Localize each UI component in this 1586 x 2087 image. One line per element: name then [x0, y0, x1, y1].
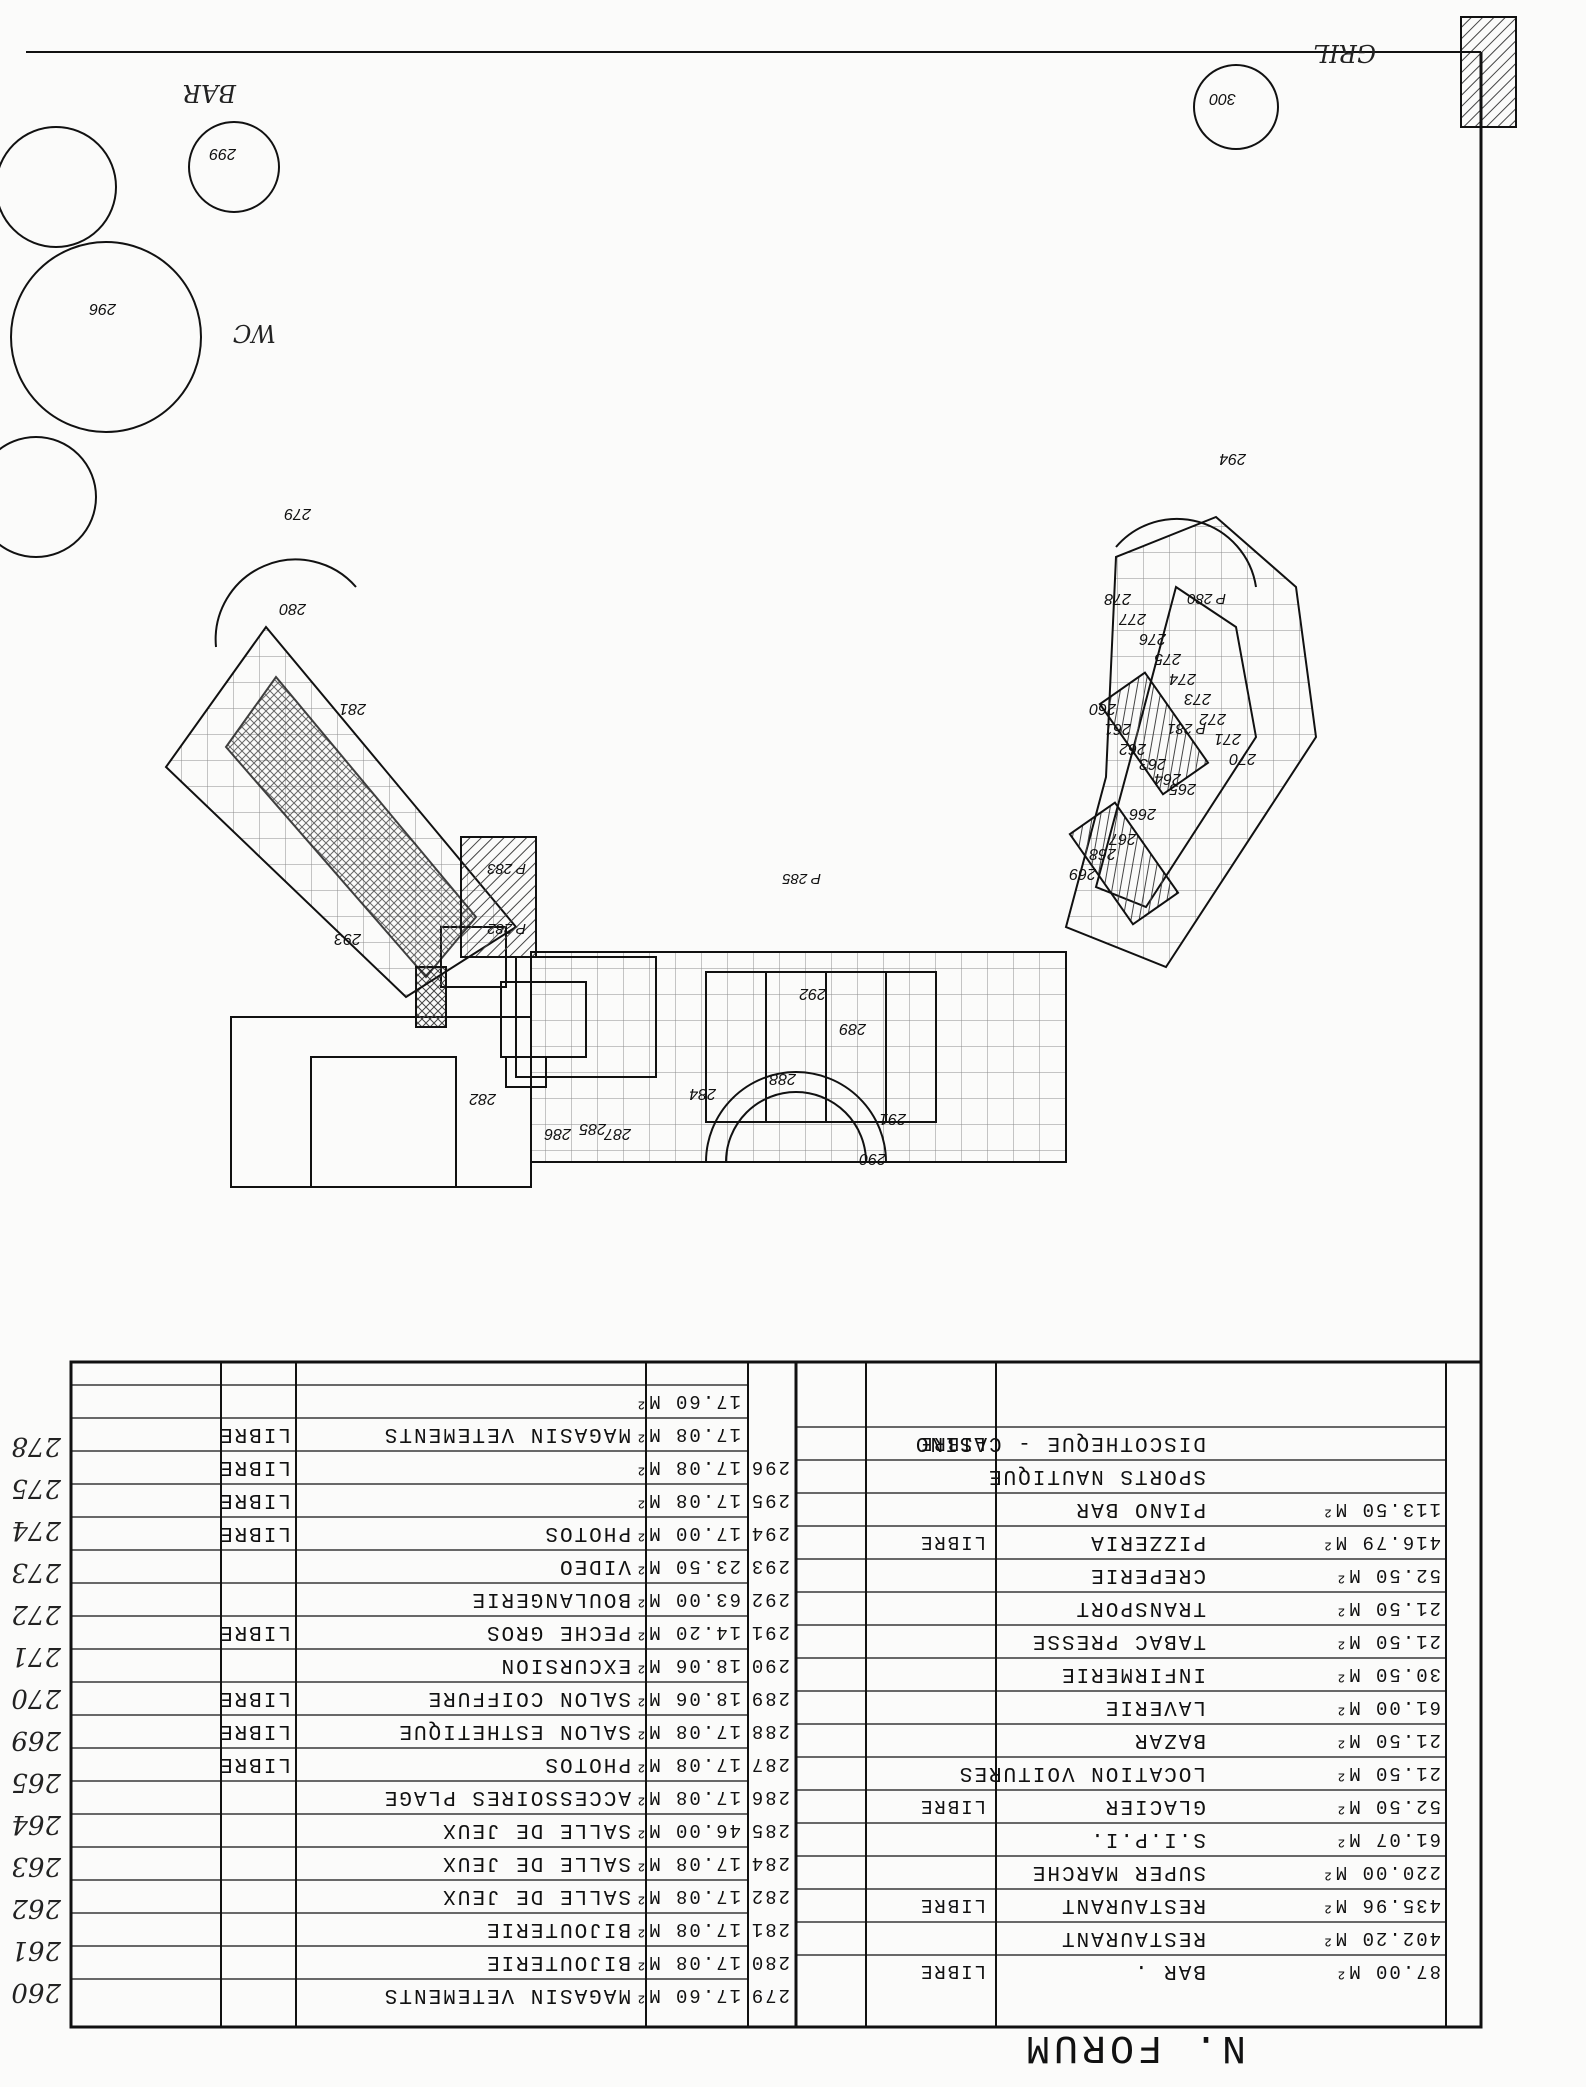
room-number: 273 — [1184, 690, 1211, 707]
handwritten-note: BAR — [182, 79, 236, 107]
room-number: 293 — [334, 930, 361, 947]
room-number: 286 — [544, 1125, 571, 1142]
hatched-zone-label: P 281 — [1167, 720, 1206, 737]
hatched-zone-label: P 280 — [1187, 590, 1226, 607]
room-number: 300 — [1209, 90, 1236, 107]
room-number: 274 — [1169, 670, 1196, 687]
room-number: 287 — [604, 1125, 631, 1142]
handwritten-note: GRIL — [1313, 39, 1376, 67]
room-number: 282 — [469, 1090, 496, 1107]
room-number: 269 — [1069, 865, 1096, 882]
room-number: 276 — [1139, 630, 1166, 647]
room-number: 271 — [1214, 730, 1241, 747]
room-number: 291 — [879, 1110, 906, 1127]
room-number: 266 — [1129, 805, 1156, 822]
room-number: 268 — [1089, 845, 1116, 862]
hatched-zone-label: P 285 — [782, 870, 821, 887]
room-number: 280 — [279, 600, 306, 617]
room-number: 261 — [1104, 720, 1131, 737]
room-number: 281 — [339, 700, 366, 717]
room-number: 275 — [1154, 650, 1181, 667]
room-number: 277 — [1119, 610, 1146, 627]
hatched-zone-label: P 282 — [487, 920, 526, 937]
handwritten-note: WC — [232, 319, 276, 347]
room-number: 260 — [1089, 700, 1116, 717]
room-number: 284 — [689, 1085, 716, 1102]
room-number: 296 — [89, 300, 116, 317]
room-number: 294 — [1219, 450, 1246, 467]
room-number: 289 — [839, 1020, 866, 1037]
room-number: 270 — [1229, 750, 1256, 767]
room-number: 285 — [579, 1120, 606, 1137]
room-number: 299 — [209, 145, 236, 162]
room-number: 265 — [1169, 780, 1196, 797]
room-number: 278 — [1104, 590, 1131, 607]
hatched-zone-label: P 283 — [487, 860, 526, 877]
room-number: 290 — [859, 1150, 886, 1167]
room-number: 288 — [769, 1070, 796, 1087]
room-number: 279 — [284, 505, 311, 522]
room-number: 292 — [799, 985, 826, 1002]
